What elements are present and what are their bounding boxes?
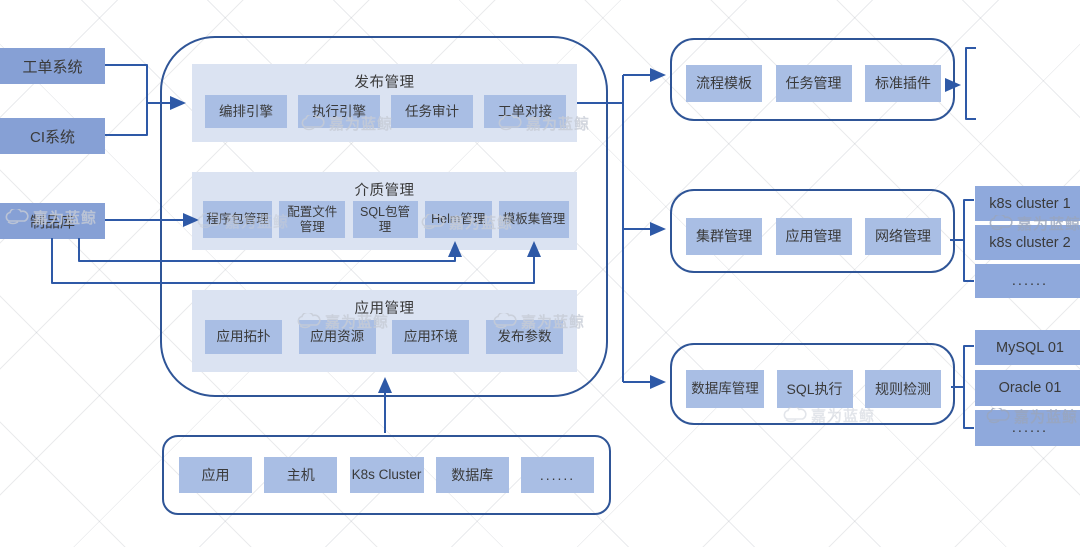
panel-row: 程序包管理 配置文件 管理 SQL包管 理 Helm管理 模板集管理 [203,201,569,238]
target-label: ...... [1011,273,1049,289]
panel-title: 介质管理 [354,183,415,199]
panel-row: 应用拓扑 应用资源 应用环境 发布参数 [205,320,563,354]
capability-box: 集群管理 [686,218,762,255]
bracket-top [965,47,976,120]
panel-app-mgmt: 应用管理 应用拓扑 应用资源 应用环境 发布参数 [192,290,577,372]
bracket-middle [963,199,974,282]
module-box: SQL包管 理 [352,201,418,238]
panel-row: 编排引擎 执行引擎 任务审计 工单对接 [205,95,566,128]
source-label: 工单系统 [22,58,83,76]
module-box: 执行引擎 [298,95,380,128]
resource-box: 主机 [264,457,338,493]
capability-box: 应用管理 [775,218,852,255]
module-box: 应用环境 [392,320,470,354]
target-label: Oracle 01 [998,380,1062,396]
group-flow-capabilities: 流程模板 任务管理 标准插件 [670,38,955,121]
source-label: CI系统 [29,128,75,146]
panel-title: 发布管理 [354,75,415,91]
module-box: 配置文件 管理 [279,201,346,238]
target-box-k8s-more: ...... [975,264,1080,298]
module-box: Helm管理 [424,201,492,238]
source-box-artifact-repo: 制品库 [0,203,105,239]
resource-box: ...... [521,457,594,493]
target-box-k8s-cluster-1: k8s cluster 1 [975,186,1080,221]
module-box: 任务审计 [391,95,473,128]
panel-media-mgmt: 介质管理 程序包管理 配置文件 管理 SQL包管 理 Helm管理 模板集管理 [192,172,577,250]
capability-box: 流程模板 [686,65,762,102]
bracket-bottom [963,345,974,429]
module-box: 工单对接 [484,95,566,128]
module-box: 应用拓扑 [205,320,282,354]
target-label: k8s cluster 2 [989,234,1071,251]
group-row: 数据库管理 SQL执行 规则检测 [686,370,941,408]
target-box-k8s-cluster-2: k8s cluster 2 [975,225,1080,260]
capability-box: 标准插件 [865,65,941,102]
target-box-mysql-01: MySQL 01 [975,330,1080,365]
capability-box: SQL执行 [776,370,853,408]
group-row: 集群管理 应用管理 网络管理 [686,218,941,255]
module-box: 模板集管理 [499,201,569,238]
resource-box: 应用 [179,457,252,493]
connector-sources-merge [105,64,148,136]
resource-box: 数据库 [435,457,509,493]
capability-box: 规则检测 [865,370,941,408]
target-box-oracle-01: Oracle 01 [975,370,1080,406]
panel-title: 应用管理 [354,301,415,317]
capability-box: 数据库管理 [686,370,764,408]
target-label: MySQL 01 [996,339,1064,356]
resource-box: K8s Cluster [349,457,424,493]
source-box-ticket-system: 工单系统 [0,48,105,84]
source-box-ci-system: CI系统 [0,118,105,154]
group-database-capabilities: 数据库管理 SQL执行 规则检测 [670,343,955,425]
module-box: 程序包管理 [203,201,272,238]
target-label: ...... [1011,420,1049,436]
group-row: 流程模板 任务管理 标准插件 [686,65,941,102]
target-label: k8s cluster 1 [989,195,1071,212]
module-box: 发布参数 [485,320,563,354]
resources-row: 应用 主机 K8s Cluster 数据库 ...... [179,457,594,493]
panel-release-mgmt: 发布管理 编排引擎 执行引擎 任务审计 工单对接 [192,64,577,142]
capability-box: 任务管理 [775,65,852,102]
source-label: 制品库 [29,213,75,231]
module-box: 编排引擎 [205,95,287,128]
target-box-db-more: ...... [975,410,1080,446]
resources-container: 应用 主机 K8s Cluster 数据库 ...... [162,435,611,515]
module-box: 应用资源 [298,320,376,354]
capability-box: 网络管理 [865,218,941,255]
group-cluster-capabilities: 集群管理 应用管理 网络管理 [670,189,955,273]
